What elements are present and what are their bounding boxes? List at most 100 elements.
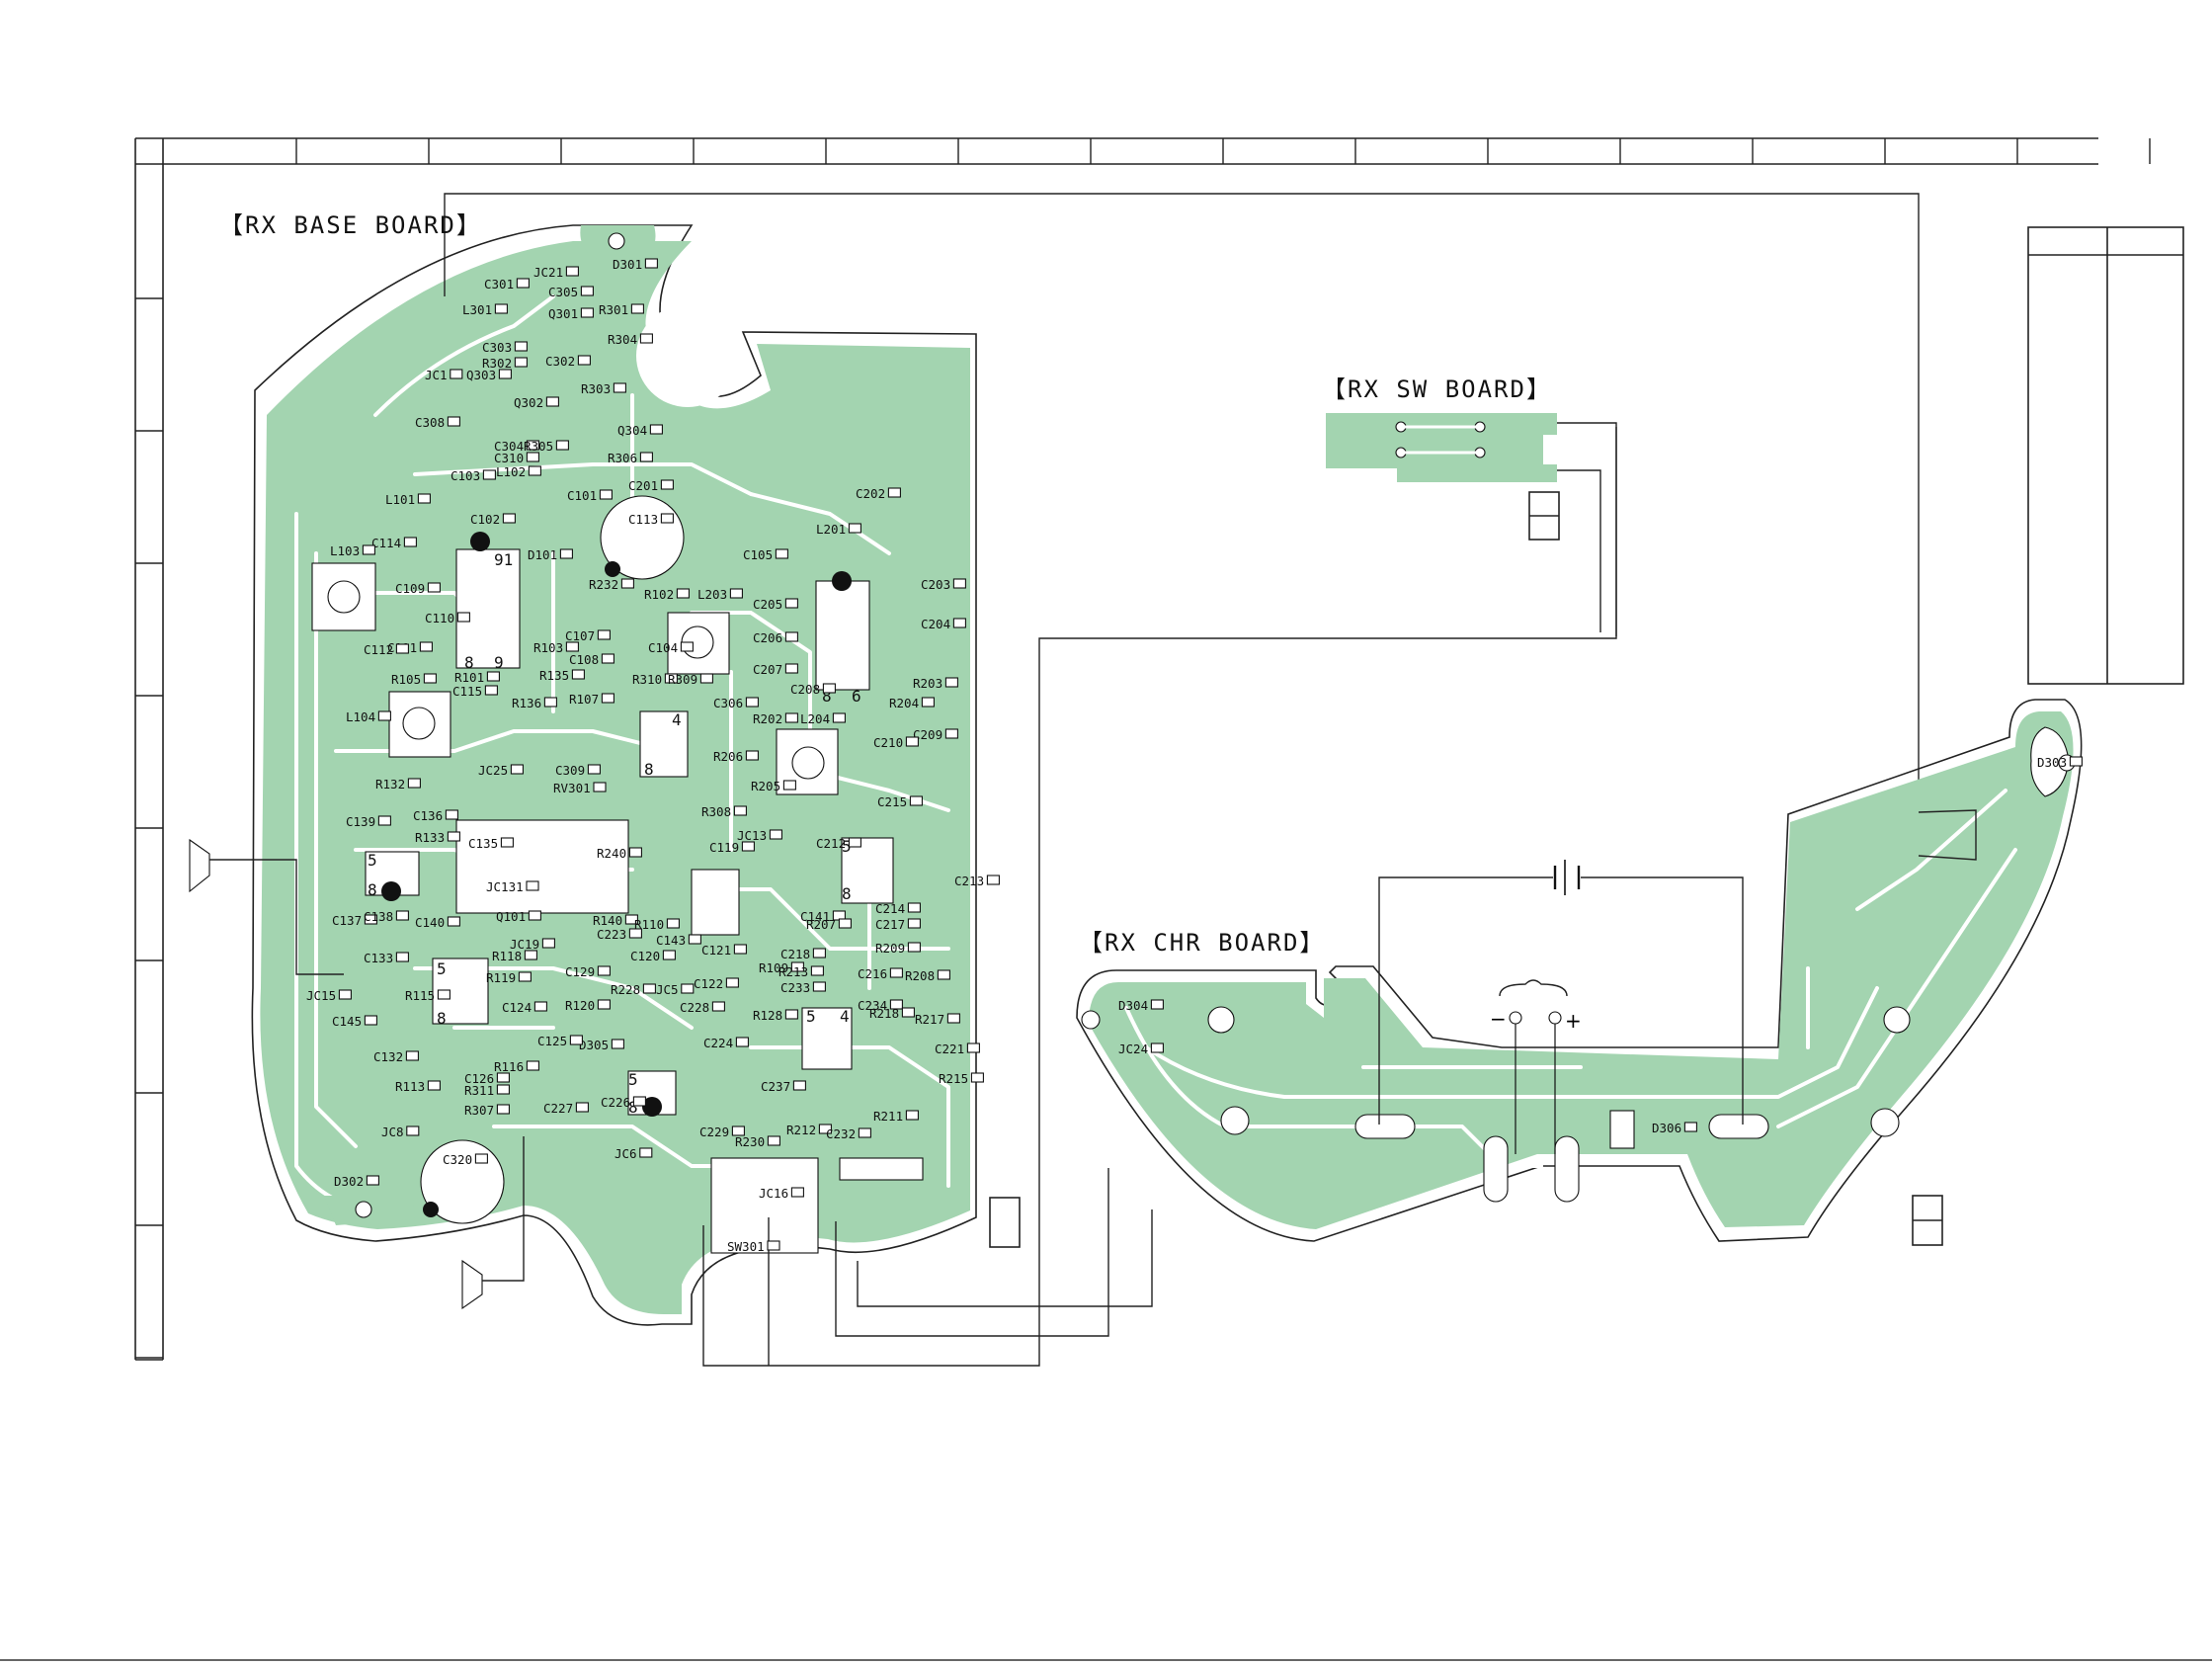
component-label-c137: C137 [332, 913, 362, 928]
component-label-c309: C309 [555, 763, 585, 778]
legend-outline [2027, 226, 2184, 685]
svg-text:5: 5 [628, 1070, 638, 1089]
component-label-c139: C139 [346, 814, 375, 829]
component-footprint [580, 307, 594, 318]
reference-frame [0, 137, 2212, 1661]
component-label-r304: R304 [608, 332, 637, 347]
component-footprint [526, 1060, 539, 1071]
component-footprint [406, 1125, 420, 1136]
component-footprint [395, 952, 409, 962]
component-footprint [966, 1042, 980, 1053]
component-footprint [628, 847, 642, 858]
battery-symbol-icon [1378, 860, 1744, 1154]
component-label-c233: C233 [780, 980, 810, 995]
component-label-l102: L102 [496, 464, 526, 479]
component-label-r208: R208 [905, 968, 935, 983]
component-footprint [818, 1124, 832, 1134]
svg-text:8: 8 [628, 1098, 638, 1117]
component-label-d303: D303 [2037, 755, 2067, 770]
mounting-hole [1207, 1006, 1235, 1034]
component-label-r206: R206 [713, 749, 743, 764]
component-label-r302: R302 [482, 356, 512, 371]
component-footprint [571, 669, 585, 680]
component-footprint [437, 989, 451, 1000]
component-label-c202: C202 [856, 486, 885, 501]
component-label-l301: L301 [462, 302, 492, 317]
component-footprint [639, 452, 653, 462]
board-title-chr: 【RX CHR BOARD】 [1079, 929, 1325, 957]
component-label-c109: C109 [395, 581, 425, 596]
component-footprint [419, 641, 433, 652]
component-label-r107: R107 [569, 692, 599, 707]
component-label-c132: C132 [373, 1049, 403, 1064]
component-label-r113: R113 [395, 1079, 425, 1094]
component-label-c108: C108 [569, 652, 599, 667]
component-label-r133: R133 [415, 830, 445, 845]
component-label-l201: L201 [816, 522, 846, 537]
component-label-r306: R306 [608, 451, 637, 465]
component-label-r119: R119 [486, 970, 516, 985]
component-label-c124: C124 [502, 1000, 532, 1015]
component-footprint [474, 1153, 488, 1164]
component-label-c223: C223 [597, 927, 626, 942]
component-label-d304: D304 [1118, 998, 1148, 1013]
component-label-r213: R213 [778, 964, 808, 979]
component-footprint [580, 286, 594, 296]
component-label-l203: L203 [697, 587, 727, 602]
component-label-c107: C107 [565, 628, 595, 643]
component-footprint [745, 750, 759, 761]
component-label-c212: C212 [816, 836, 846, 851]
component-footprint [427, 1080, 441, 1091]
svg-text:5: 5 [842, 837, 852, 856]
component-footprint [952, 578, 966, 589]
component-footprint [822, 683, 836, 694]
component-label-c217: C217 [875, 917, 905, 932]
component-label-c135: C135 [468, 836, 498, 851]
component-footprint [889, 999, 903, 1010]
component-label-c206: C206 [753, 630, 782, 645]
component-footprint [901, 1007, 915, 1018]
chr-slot-pad [1708, 1114, 1769, 1139]
component-footprint [784, 598, 798, 609]
component-label-c237: C237 [761, 1079, 790, 1094]
component-footprint [541, 938, 555, 949]
component-footprint [482, 469, 496, 480]
component-label-c114: C114 [371, 536, 401, 550]
component-label-q101: Q101 [496, 909, 526, 924]
component-footprint [711, 1001, 725, 1012]
component-footprint [676, 588, 690, 599]
component-footprint [937, 969, 950, 980]
ic-block-2 [815, 580, 870, 691]
component-label-r311: R311 [464, 1083, 494, 1098]
component-label-c304: C304 [494, 439, 524, 454]
component-footprint [628, 928, 642, 939]
component-footprint [543, 697, 557, 708]
pin1-dot [832, 571, 852, 591]
component-label-c205: C205 [753, 597, 782, 612]
d306-part [1609, 1110, 1635, 1149]
speaker-wire [209, 859, 344, 975]
component-label-c129: C129 [565, 964, 595, 979]
svg-text:8: 8 [464, 653, 474, 672]
component-label-q301: Q301 [548, 306, 578, 321]
component-label-r136: R136 [512, 696, 541, 710]
component-footprint [364, 914, 377, 925]
component-footprint [450, 369, 463, 379]
component-label-r118: R118 [492, 949, 522, 963]
component-label-c209: C209 [913, 727, 942, 742]
component-label-r204: R204 [889, 696, 919, 710]
top-harness-wire [444, 193, 1920, 812]
component-footprint [338, 989, 352, 1000]
component-footprint [486, 671, 500, 682]
component-label-c104: C104 [648, 640, 678, 655]
component-label-c120: C120 [630, 949, 660, 963]
mounting-hole [1883, 1006, 1911, 1034]
component-label-c216: C216 [858, 966, 887, 981]
svg-text:8: 8 [822, 687, 832, 706]
component-footprint [944, 728, 958, 739]
svg-text:8: 8 [437, 1009, 447, 1028]
component-footprint [666, 918, 680, 929]
component-footprint [782, 780, 796, 791]
component-label-d101: D101 [528, 547, 557, 562]
